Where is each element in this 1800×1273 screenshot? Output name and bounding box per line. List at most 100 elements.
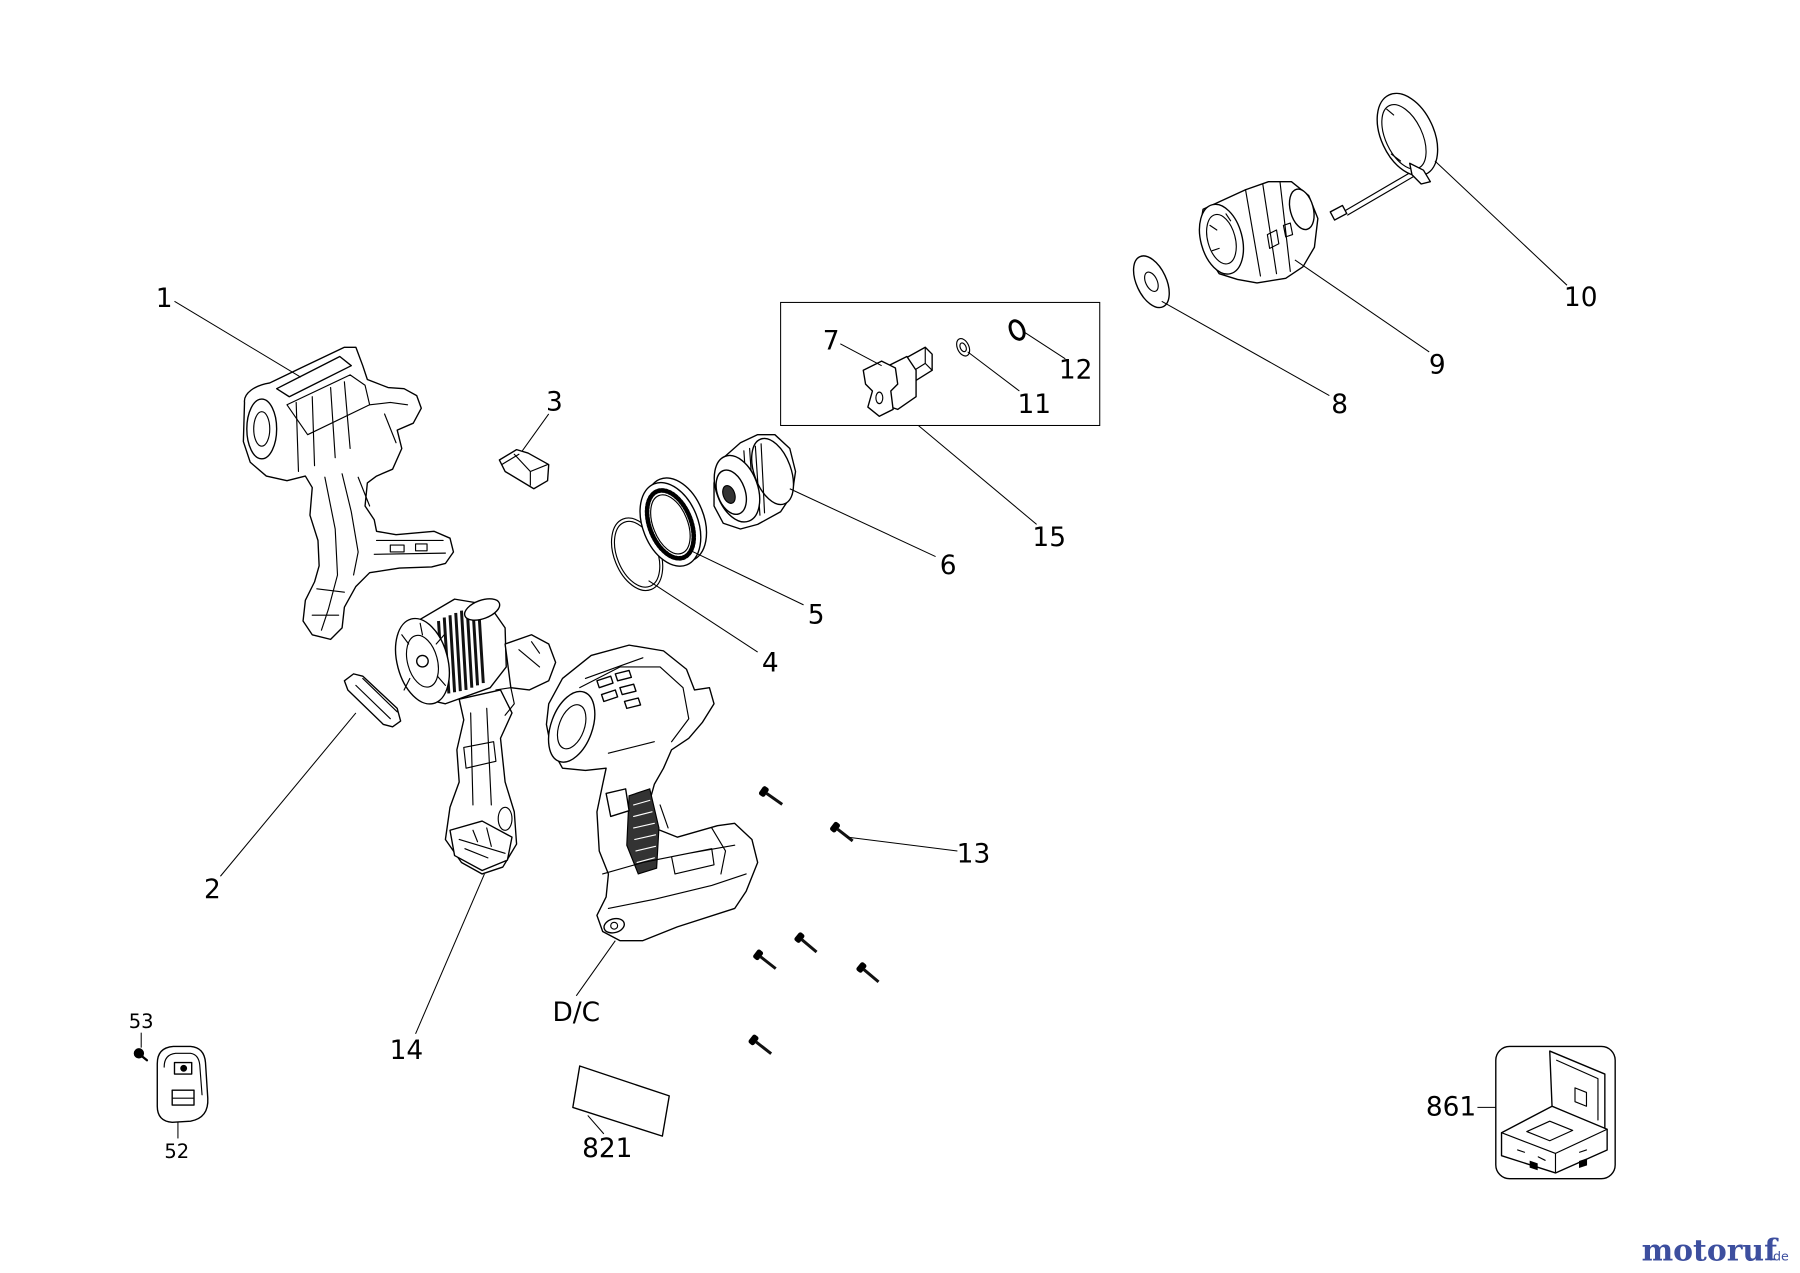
part-14-ring [497,806,513,831]
leader-line-12 [1022,330,1066,360]
part-8-washer [1132,255,1170,309]
part-10-tab [1409,162,1432,185]
part-7-anvil [862,346,933,417]
part-13-screws [748,786,880,1055]
part-14-shaft-hub [416,654,429,668]
part-53-hook-screw [133,1048,149,1062]
part-861-lid-detail [1556,1059,1599,1121]
part-14-motor-switch-assembly [394,598,557,875]
leader-line-14 [415,873,485,1035]
callout-4: 4 [762,648,779,679]
part-12-ring [1008,319,1026,341]
part-dc-vents [596,669,642,710]
callout-53: 53 [129,1010,154,1033]
part-52-belt-hook [156,1045,209,1124]
leader-line-5 [690,550,804,606]
callout-861: 861 [1426,1091,1476,1122]
callout-labels: 1 2 3 4 5 6 7 8 9 10 11 12 13 14 15 D/C … [129,282,1598,1164]
screw-head [830,821,840,833]
part-dc-outline [545,644,759,942]
leader-line-3 [521,413,550,452]
part-dc-led-dot [610,921,619,930]
part-2-outline [343,673,402,728]
callout-3: 3 [546,387,563,418]
part-2-lens [343,673,402,728]
leader-lines [140,160,1568,1139]
screw-head [794,932,805,943]
leader-line-4 [648,580,758,653]
part-dc-grip [626,788,660,875]
callout-1: 1 [156,283,173,314]
part-1-front-face [246,398,278,460]
part-11-outer [956,338,971,357]
screw-icon [758,786,784,806]
callout-11: 11 [1018,389,1052,420]
part-dc-trigger-slot [605,788,630,818]
callout-10: 10 [1564,282,1598,313]
leader-line-2 [220,712,357,877]
part-7-lug-hole [875,391,884,405]
part-11-inner [959,342,967,353]
logo-text: motoruf [1642,1233,1780,1268]
screw-shaft [754,1040,773,1055]
leader-line-8 [1161,300,1330,397]
part-1-outline [242,346,455,641]
screw-shaft [862,968,880,984]
part-10-cap-outer [1376,92,1439,177]
part-1-handle-detail [311,473,371,631]
part-5-inner [650,494,691,555]
screw-icon [748,1034,773,1055]
part-9-front-bore [1206,213,1237,265]
part-dc-led-lens [603,917,625,934]
leader-line-9 [1294,259,1430,353]
part-14-rear-cap [463,598,501,621]
part-861-latch [1529,1158,1588,1171]
part-dc-grip-texture [633,799,657,864]
callout-6: 6 [940,550,957,581]
part-5-outer [639,481,702,567]
part-14-trigger [504,634,557,691]
leader-line-10 [1434,160,1568,286]
screw-icon [794,932,818,954]
part-52-screw-hole [180,1064,188,1072]
callout-13: 13 [957,838,991,869]
part-861-base [1500,1105,1608,1174]
part-9-nose-housing [1198,181,1319,284]
part-11-washer [956,338,971,357]
part-6-center [722,485,736,504]
part-1-foot-detail [373,539,446,555]
callout-12: 12 [1059,354,1093,385]
callout-9: 9 [1429,350,1446,381]
part-5-teeth [644,488,697,561]
part-14-trigger-detail [518,641,541,668]
part-8-hole [1144,271,1159,293]
part-10-connector [1329,204,1348,221]
part-14-fan-inner [405,634,439,688]
screw-shaft [800,938,818,954]
part-dc-housing-right-half [545,644,759,942]
logo-suffix: .de [1769,1248,1789,1263]
leader-line-821 [587,1115,605,1135]
part-3-outline [498,448,550,490]
part-14-handle-detail [463,687,515,806]
part-3-clip [498,448,550,490]
part-52-inner-contour [163,1052,203,1096]
leader-line-13 [847,836,958,852]
part-dc-base-detail [602,804,747,910]
part-2-detail [355,677,398,720]
leader-line-7 [840,343,882,367]
part-10-wire [1344,169,1418,216]
part-52-bottom-slot [171,1089,195,1106]
leader-line-11 [967,351,1020,392]
leader-line-6 [789,488,936,558]
part-dc-head-contour [579,657,690,754]
part-14-fan-blades [401,622,446,691]
callout-7: 7 [823,326,840,357]
screw-head [748,1034,759,1046]
callout-15: 15 [1032,522,1066,553]
screw-shaft [765,791,784,806]
screw-shaft [836,827,854,843]
callout-2: 2 [204,874,221,905]
part-dc-front-bore [556,704,587,750]
